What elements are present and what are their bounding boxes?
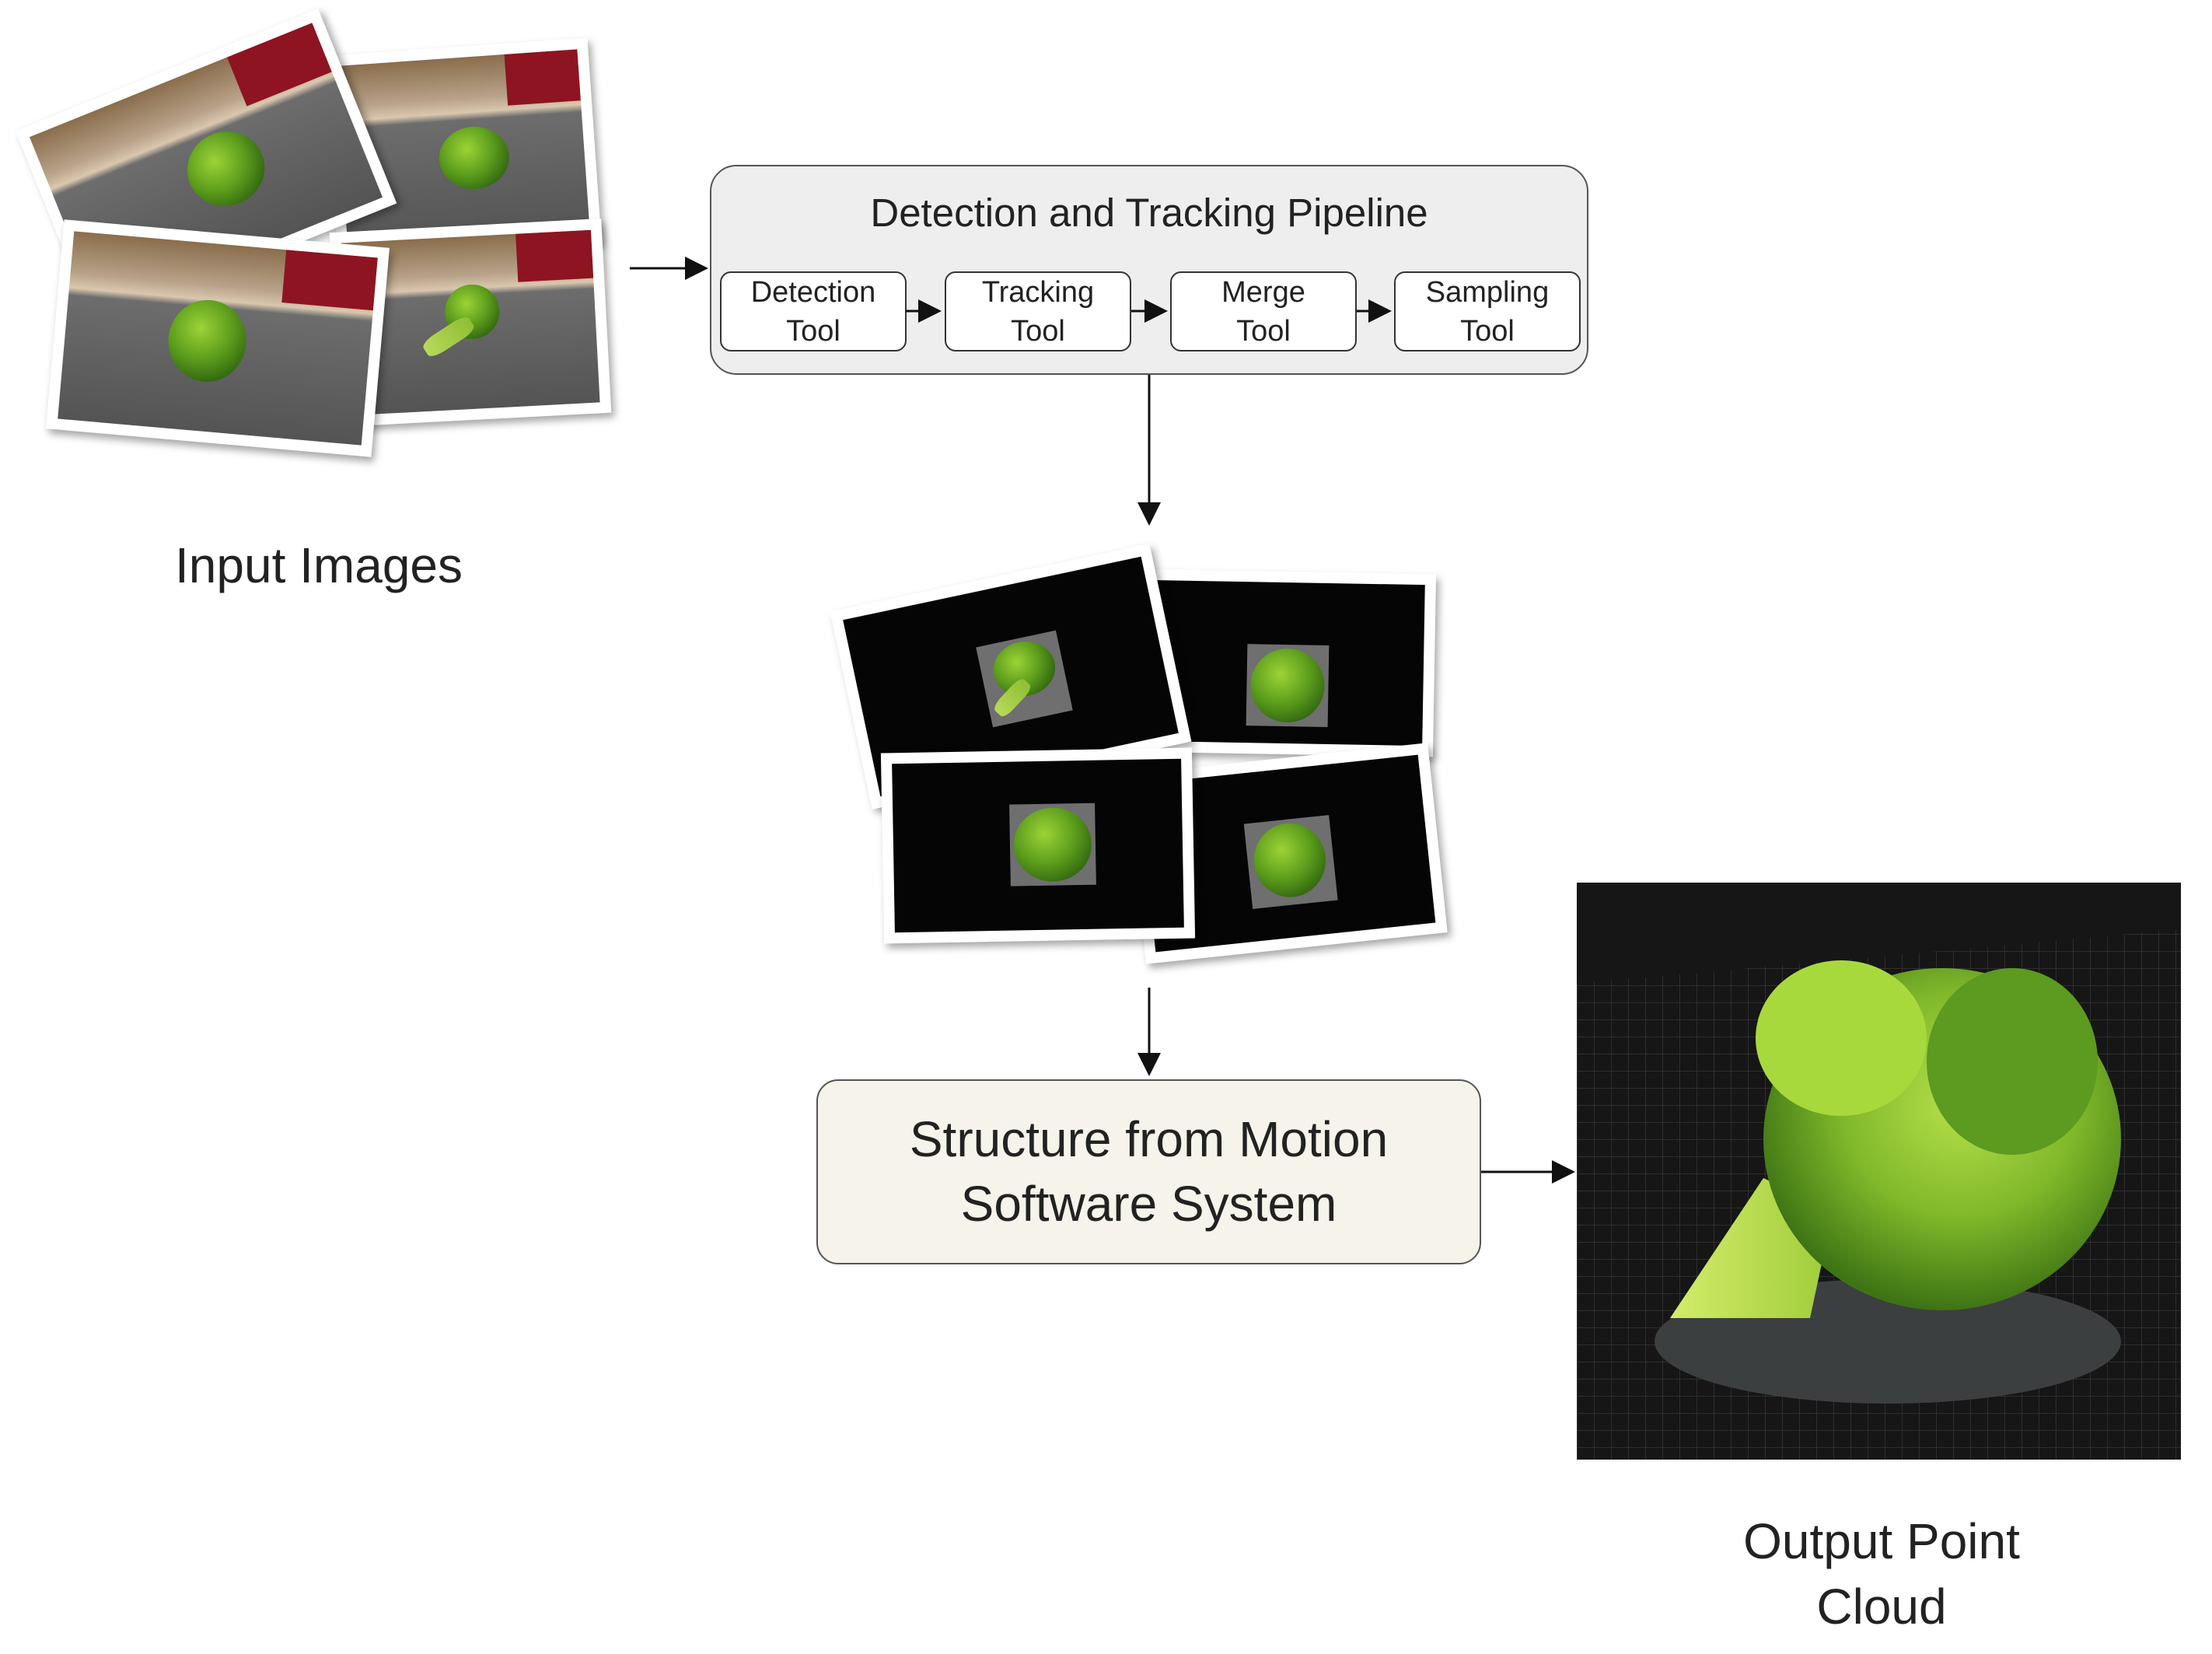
- input-images-caption: Input Images: [175, 537, 463, 593]
- pipeline-title: Detection and Tracking Pipeline: [870, 191, 1428, 235]
- output-point-cloud-image: [1577, 883, 2181, 1460]
- tracking-tool: Tracking Tool: [945, 271, 1131, 351]
- detection-tool: Detection Tool: [720, 271, 907, 351]
- detection-tracking-pipeline: Detection and Tracking Pipeline Detectio…: [710, 165, 1588, 375]
- output-caption: Output Point Cloud: [1743, 1513, 2020, 1635]
- sfm-software-system: Structure from Motion Software System: [816, 1079, 1481, 1264]
- merge-tool: Merge Tool: [1170, 271, 1357, 351]
- point-cloud-render: [1577, 883, 2181, 1460]
- sampling-tool: Sampling Tool: [1394, 271, 1581, 351]
